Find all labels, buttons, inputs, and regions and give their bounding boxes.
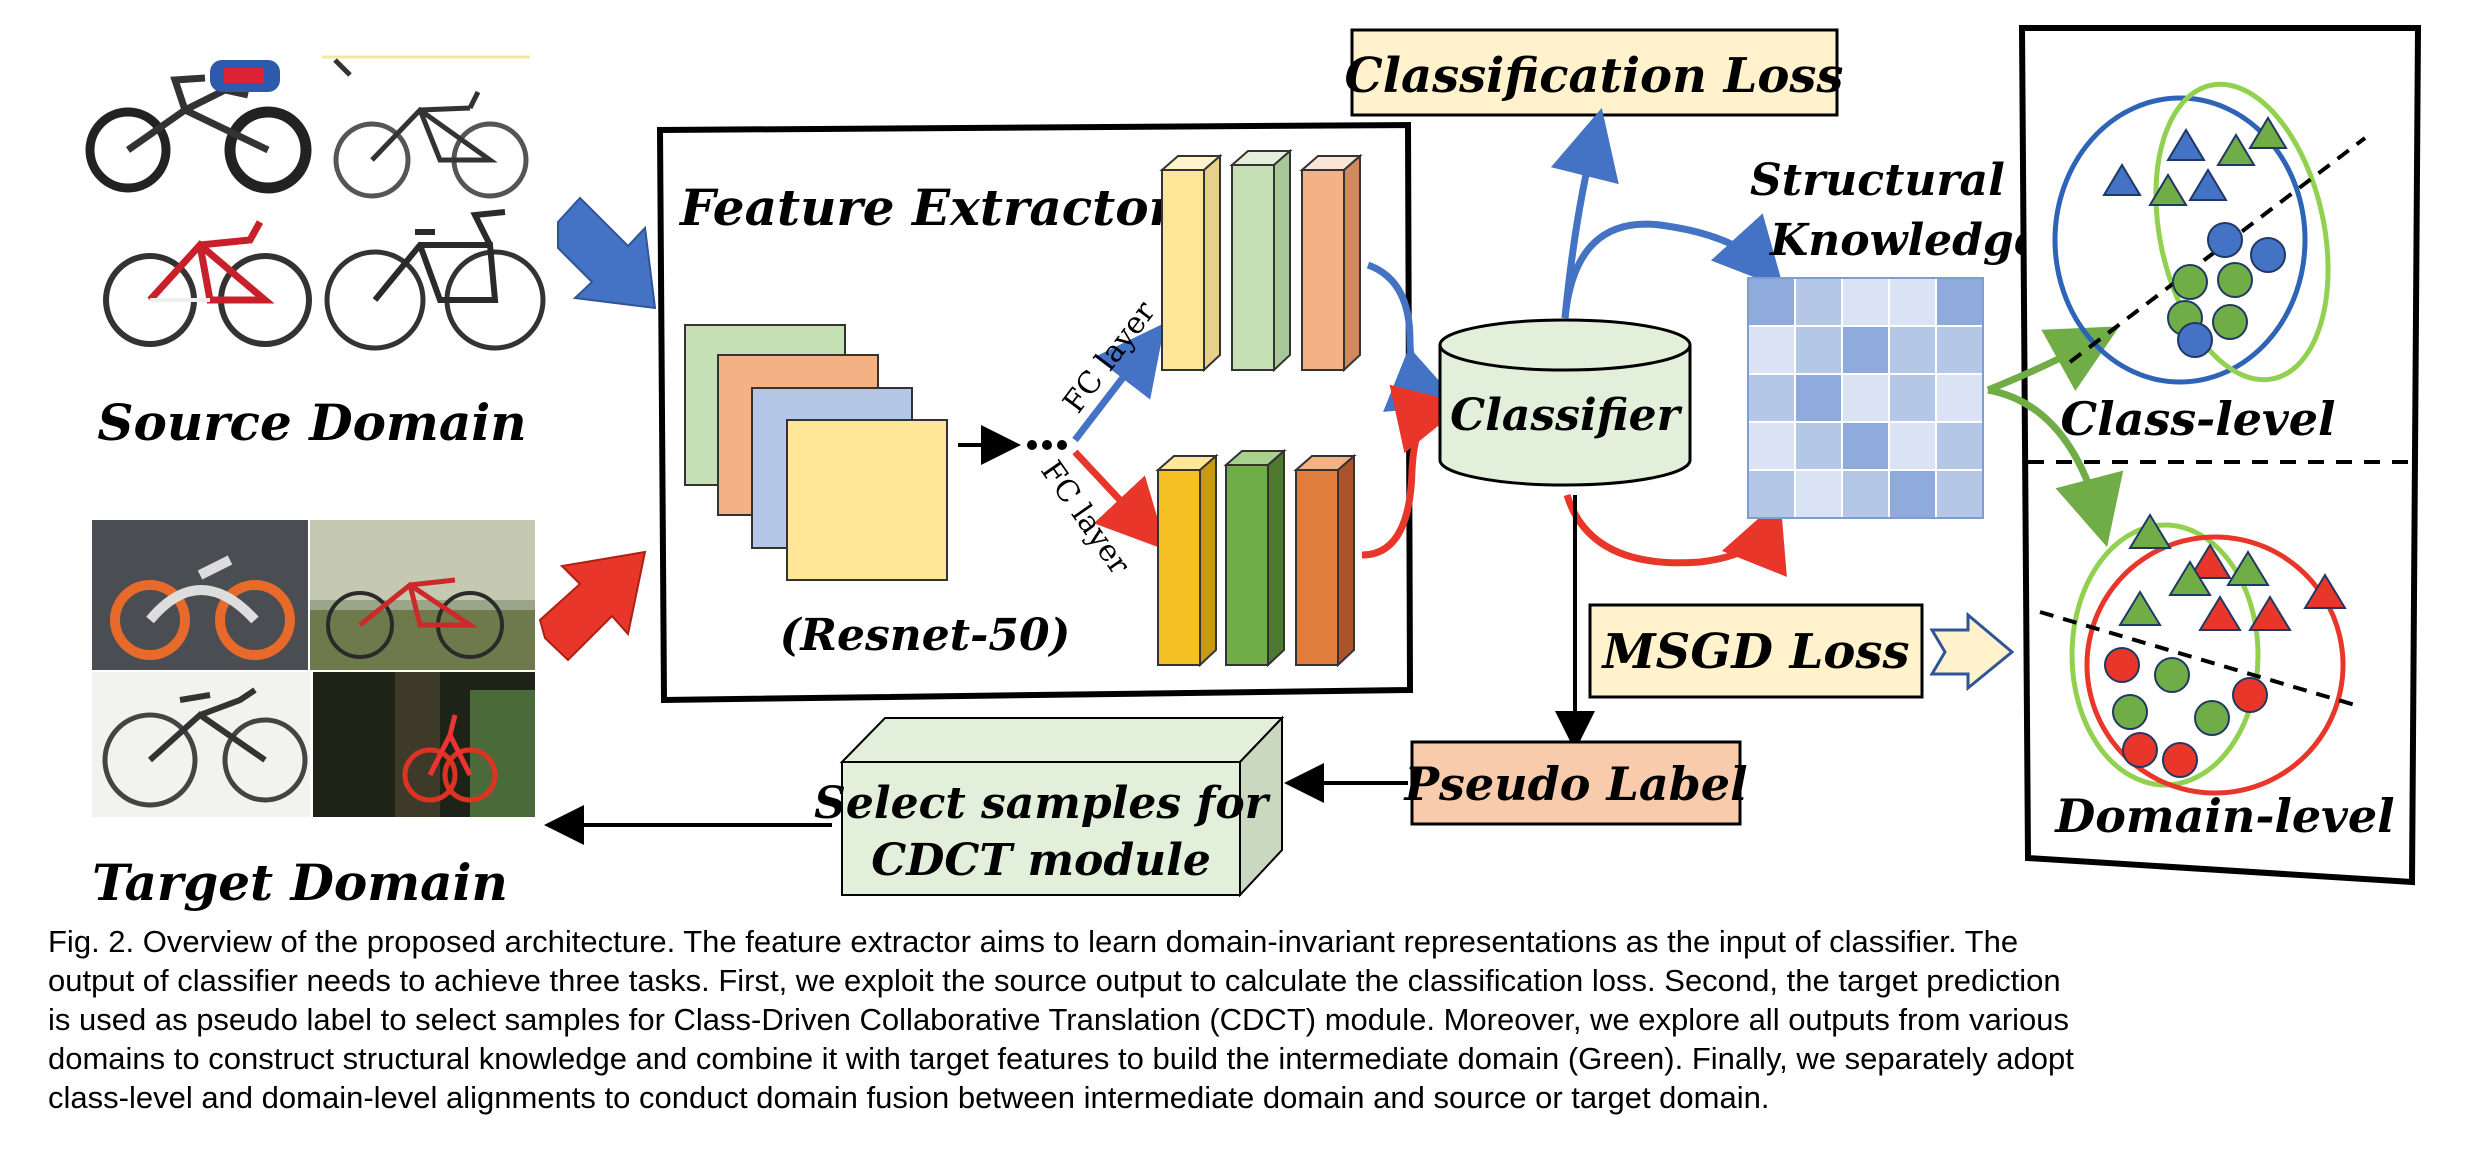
matrix-cell (1888, 277, 1937, 327)
source-arrow (557, 196, 657, 310)
bike-image (318, 205, 548, 355)
class-level-label: Class-level (2061, 392, 2336, 446)
caption-line: domains to construct structural knowledg… (48, 1041, 2074, 1076)
matrix-cell (1935, 421, 1984, 471)
pseudo-label-text: Pseudo Label (1402, 757, 1747, 811)
matrix-cell (1888, 373, 1937, 423)
class-level-cluster (2052, 81, 2367, 385)
matrix-border (1747, 277, 1984, 519)
source-feature-bars (1159, 148, 1363, 373)
bike-image (322, 55, 532, 200)
msgd-to-domain-arrow (1929, 611, 2015, 692)
matrix-cell (1935, 325, 1984, 375)
structural-knowledge-title-line2: Knowledge (1768, 215, 2042, 266)
matrix-cell (1888, 421, 1937, 471)
matrix-cell (1935, 373, 1984, 423)
bike-image (85, 50, 313, 200)
structural-knowledge-title-line1: Structural (1750, 155, 2005, 206)
matrix-cell (1888, 325, 1937, 375)
matrix-cell (1794, 277, 1843, 327)
bike-image (310, 520, 535, 670)
msgd-loss-label: MSGD Loss (1601, 624, 1910, 680)
classification-loss-label: Classification Loss (1345, 48, 1844, 104)
source-domain-label: Source Domain (97, 393, 526, 452)
matrix-cell (1794, 469, 1843, 519)
classifier-label: Classifier (1450, 390, 1682, 441)
select-samples-box (839, 715, 1285, 898)
matrix-cell (1794, 373, 1843, 423)
matrix-cell (1935, 469, 1984, 519)
matrix-cell (1841, 373, 1890, 423)
matrix-cell (1794, 325, 1843, 375)
msgd-loss-box (1588, 603, 1924, 699)
structural-knowledge-matrix (1747, 277, 1984, 519)
matrix-cell (1841, 325, 1890, 375)
select-samples-line2: CDCT module (871, 835, 1211, 886)
matrix-cell (1747, 469, 1796, 519)
fc-top-arrow (1072, 322, 1166, 443)
matrix-cell (1747, 421, 1796, 471)
matrix-cell (1935, 277, 1984, 327)
ellipsis-dots (1027, 440, 1067, 450)
target-domain-images (92, 520, 535, 817)
bike-image (92, 520, 308, 670)
target-domain-label: Target Domain (92, 853, 508, 912)
caption-line: class-level and domain-level alignments … (48, 1080, 1769, 1115)
domain-level-cluster (2039, 513, 2356, 796)
classifier-cylinder (1438, 318, 1692, 487)
feature-extractor-title: Feature Extractor (678, 178, 1179, 237)
matrix-cell (1841, 421, 1890, 471)
select-samples-line1: Select samples for (814, 778, 1271, 829)
feature-maps (684, 324, 948, 581)
caption-line: is used as pseudo label to select sample… (48, 1002, 2069, 1037)
backbone-label: (Resnet-50) (780, 610, 1071, 661)
source-domain-images (85, 50, 548, 355)
matrix-cell (1747, 325, 1796, 375)
matrix-cell (1841, 277, 1890, 327)
matrix-cell (1794, 421, 1843, 471)
domain-level-label: Domain-level (2053, 789, 2394, 843)
matrix-cell (1888, 469, 1937, 519)
fc-bottom-arrow (1072, 449, 1168, 551)
bike-image (313, 672, 535, 817)
bike-image (92, 672, 310, 817)
bike-image (95, 205, 312, 355)
caption-line: Fig. 2. Overview of the proposed archite… (48, 924, 2018, 959)
matrix-cell (1747, 277, 1796, 327)
matrix-cell (1841, 469, 1890, 519)
figure-caption: Fig. 2. Overview of the proposed archite… (48, 924, 2074, 1115)
matrix-cell (1747, 373, 1796, 423)
target-feature-bars (1155, 448, 1357, 668)
caption-line: output of classifier needs to achieve th… (48, 963, 2061, 998)
target-arrow (538, 550, 647, 662)
pseudo-label-box (1410, 740, 1742, 826)
